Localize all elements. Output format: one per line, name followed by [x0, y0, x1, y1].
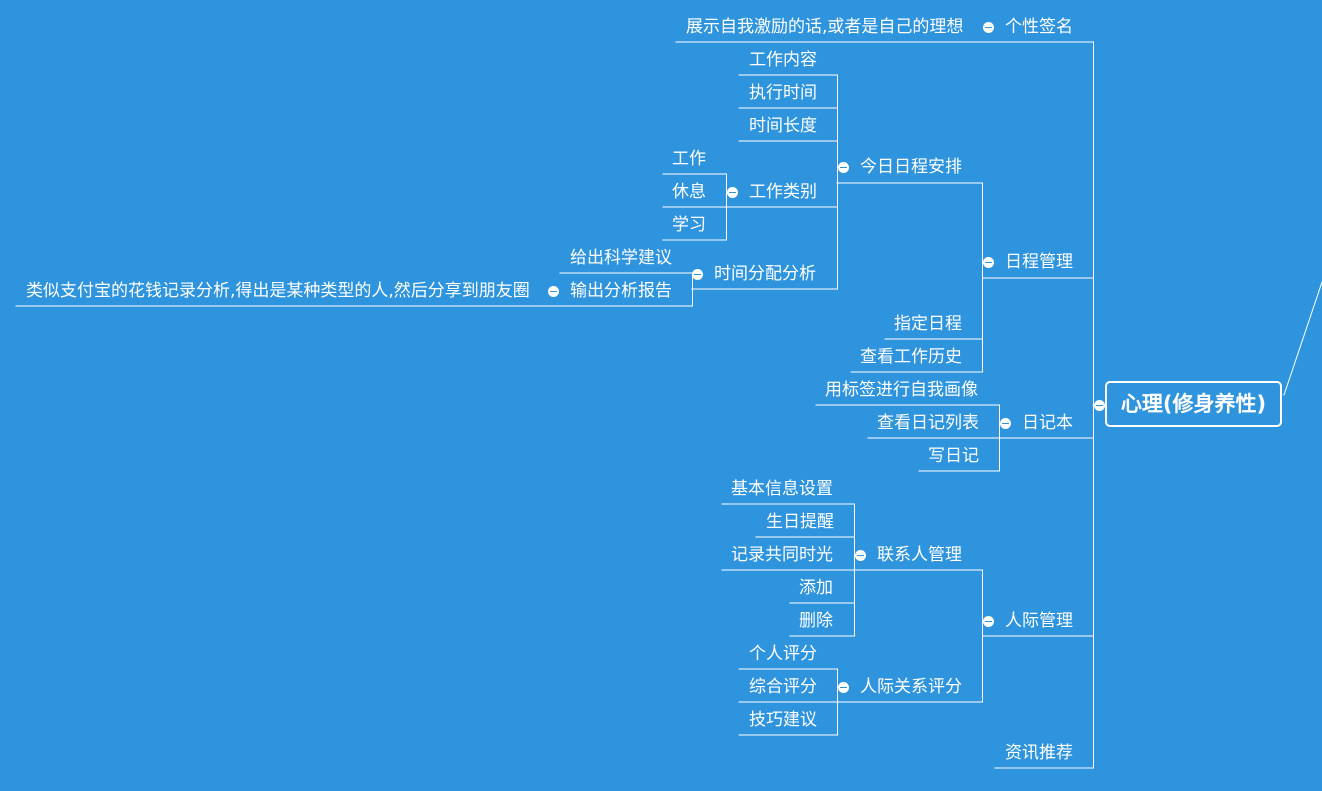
- topic-rating-item[interactable]: 综合评分: [749, 677, 817, 697]
- topic-signature[interactable]: 个性签名: [1005, 17, 1073, 37]
- topic-contacts-item[interactable]: 删除: [799, 611, 833, 631]
- topic-scientific-advice[interactable]: 给出科学建议: [570, 248, 672, 268]
- topic-exec-time[interactable]: 执行时间: [749, 83, 817, 103]
- topic-diary-item[interactable]: 查看日记列表: [877, 413, 979, 433]
- topic-work-type-item[interactable]: 休息: [672, 182, 706, 202]
- topic-contacts-item[interactable]: 生日提醒: [766, 512, 834, 532]
- topic-rating-item[interactable]: 个人评分: [749, 644, 817, 664]
- topic-work-type-item[interactable]: 工作: [672, 149, 706, 169]
- topic-relation-rating[interactable]: 人际关系评分: [860, 677, 962, 697]
- topic-relations[interactable]: 人际管理: [1005, 611, 1073, 631]
- topic-work-type[interactable]: 工作类别: [749, 182, 817, 202]
- topic-analysis-report[interactable]: 输出分析报告: [570, 281, 672, 301]
- topic-diary-item[interactable]: 用标签进行自我画像: [825, 380, 978, 400]
- topic-contacts[interactable]: 联系人管理: [877, 545, 962, 565]
- root-topic[interactable]: 心理(修身养性): [1105, 381, 1282, 427]
- topic-diary-item[interactable]: 写日记: [928, 446, 979, 466]
- topic-work-content[interactable]: 工作内容: [749, 50, 817, 70]
- topic-set-schedule[interactable]: 指定日程: [894, 314, 962, 334]
- topic-contacts-item[interactable]: 记录共同时光: [731, 545, 833, 565]
- collapse-icon[interactable]: [983, 616, 994, 627]
- collapse-icon[interactable]: [727, 187, 738, 198]
- collapse-icon[interactable]: [983, 22, 994, 33]
- topic-news[interactable]: 资讯推荐: [1005, 743, 1073, 763]
- collapse-icon[interactable]: [548, 286, 559, 297]
- topic-time-length[interactable]: 时间长度: [749, 116, 817, 136]
- topic-contacts-item[interactable]: 添加: [799, 578, 833, 598]
- collapse-icon[interactable]: [838, 682, 849, 693]
- collapse-icon[interactable]: [983, 257, 994, 268]
- topic-rating-item[interactable]: 技巧建议: [749, 710, 817, 730]
- collapse-icon[interactable]: [1094, 400, 1105, 411]
- topic-work-history[interactable]: 查看工作历史: [860, 347, 962, 367]
- topic-work-type-item[interactable]: 学习: [672, 215, 706, 235]
- topic-contacts-item[interactable]: 基本信息设置: [731, 479, 833, 499]
- topic-signature-detail[interactable]: 展示自我激励的话,或者是自己的理想: [686, 17, 964, 37]
- topic-schedule[interactable]: 日程管理: [1005, 252, 1073, 272]
- topic-time-analysis[interactable]: 时间分配分析: [714, 264, 816, 284]
- collapse-icon[interactable]: [855, 550, 866, 561]
- topic-today-schedule[interactable]: 今日日程安排: [860, 157, 962, 177]
- collapse-icon[interactable]: [1000, 418, 1011, 429]
- topic-report-detail[interactable]: 类似支付宝的花钱记录分析,得出是某种类型的人,然后分享到朋友圈: [26, 281, 530, 301]
- collapse-icon[interactable]: [692, 269, 703, 280]
- topic-diary[interactable]: 日记本: [1022, 413, 1073, 433]
- collapse-icon[interactable]: [838, 162, 849, 173]
